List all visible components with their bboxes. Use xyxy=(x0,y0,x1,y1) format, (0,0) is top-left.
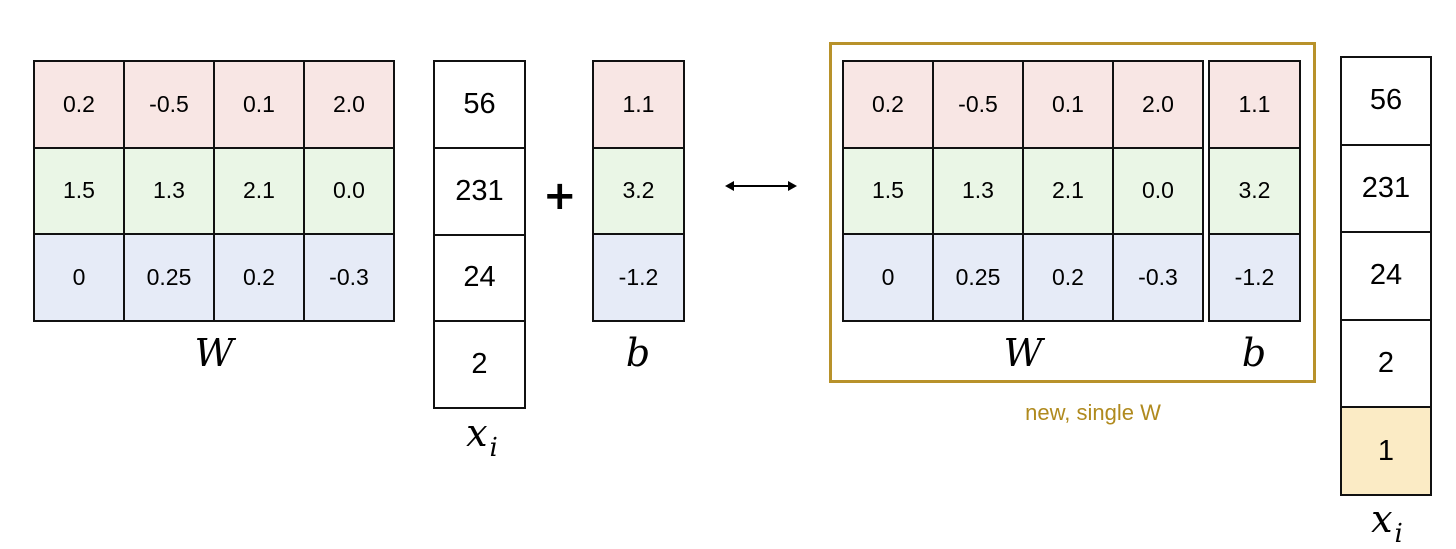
bias-cell: -1.2 xyxy=(594,235,685,322)
matrix-cell: 2.0 xyxy=(305,62,395,149)
bias-cell: 1.1 xyxy=(594,62,685,149)
vector-cell: 24 xyxy=(435,235,526,323)
x-symbol: x xyxy=(1371,497,1393,541)
bias-cell: 3.2 xyxy=(594,148,685,236)
vector-cell: 231 xyxy=(435,148,526,236)
matrix-cell: 0 xyxy=(844,235,934,322)
left-b-label: b xyxy=(625,331,651,375)
matrix-cell: 0.2 xyxy=(1024,235,1114,322)
right-input-vector: 56 231 24 2 1 xyxy=(1340,56,1432,496)
matrix-cell: -0.3 xyxy=(1114,235,1204,322)
right-b-label: b xyxy=(1241,331,1267,375)
matrix-cell: 0.25 xyxy=(125,235,215,322)
x-subscript: i xyxy=(1394,519,1403,549)
left-w-label: W xyxy=(194,331,234,375)
combined-caption: new, single W xyxy=(1025,400,1161,425)
matrix-cell: 0.25 xyxy=(934,235,1024,322)
matrix-cell: -0.5 xyxy=(125,62,215,149)
vector-cell: 2 xyxy=(435,322,526,409)
matrix-cell: 0.2 xyxy=(844,62,934,149)
vector-cell: 56 xyxy=(1342,58,1432,146)
matrix-cell: 0.1 xyxy=(215,62,305,149)
combined-weight-box xyxy=(829,42,1316,383)
vector-cell: 56 xyxy=(435,62,526,149)
matrix-cell: 2.0 xyxy=(1114,62,1204,149)
vector-cell: 2 xyxy=(1342,320,1432,409)
double-arrow-icon xyxy=(725,181,797,191)
matrix-cell: 2.1 xyxy=(215,148,305,236)
bias-cell: 1.1 xyxy=(1210,62,1301,149)
right-w-label: W xyxy=(1003,331,1043,375)
matrix-cell: 0 xyxy=(35,235,125,322)
matrix-cell: 0.2 xyxy=(35,62,125,149)
x-symbol: x xyxy=(466,411,488,455)
matrix-cell: 0.2 xyxy=(215,235,305,322)
right-weight-matrix: 0.2 -0.5 0.1 2.0 1.5 1.3 2.1 0.0 0 0.25 … xyxy=(842,60,1204,322)
matrix-cell: 2.1 xyxy=(1024,148,1114,236)
matrix-cell: 0.0 xyxy=(305,148,395,236)
matrix-cell: 1.5 xyxy=(35,148,125,236)
matrix-cell: -0.3 xyxy=(305,235,395,322)
left-x-label: xi xyxy=(447,414,517,461)
left-bias-vector: 1.1 3.2 -1.2 xyxy=(592,60,685,322)
bias-one-cell: 1 xyxy=(1342,408,1432,496)
matrix-cell: 0.1 xyxy=(1024,62,1114,149)
matrix-cell: 0.0 xyxy=(1114,148,1204,236)
bias-cell: 3.2 xyxy=(1210,148,1301,236)
left-weight-matrix: 0.2 -0.5 0.1 2.0 1.5 1.3 2.1 0.0 0 0.25 … xyxy=(33,60,395,322)
vector-cell: 231 xyxy=(1342,145,1432,234)
matrix-cell: 1.3 xyxy=(125,148,215,236)
bias-cell: -1.2 xyxy=(1210,235,1301,322)
right-bias-column: 1.1 3.2 -1.2 xyxy=(1208,60,1301,322)
plus-sign: + xyxy=(543,173,577,219)
matrix-cell: -0.5 xyxy=(934,62,1024,149)
x-subscript: i xyxy=(489,433,498,463)
matrix-cell: 1.5 xyxy=(844,148,934,236)
left-input-vector: 56 231 24 2 xyxy=(433,60,526,409)
matrix-cell: 1.3 xyxy=(934,148,1024,236)
right-x-label: xi xyxy=(1352,500,1422,547)
vector-cell: 24 xyxy=(1342,233,1432,321)
